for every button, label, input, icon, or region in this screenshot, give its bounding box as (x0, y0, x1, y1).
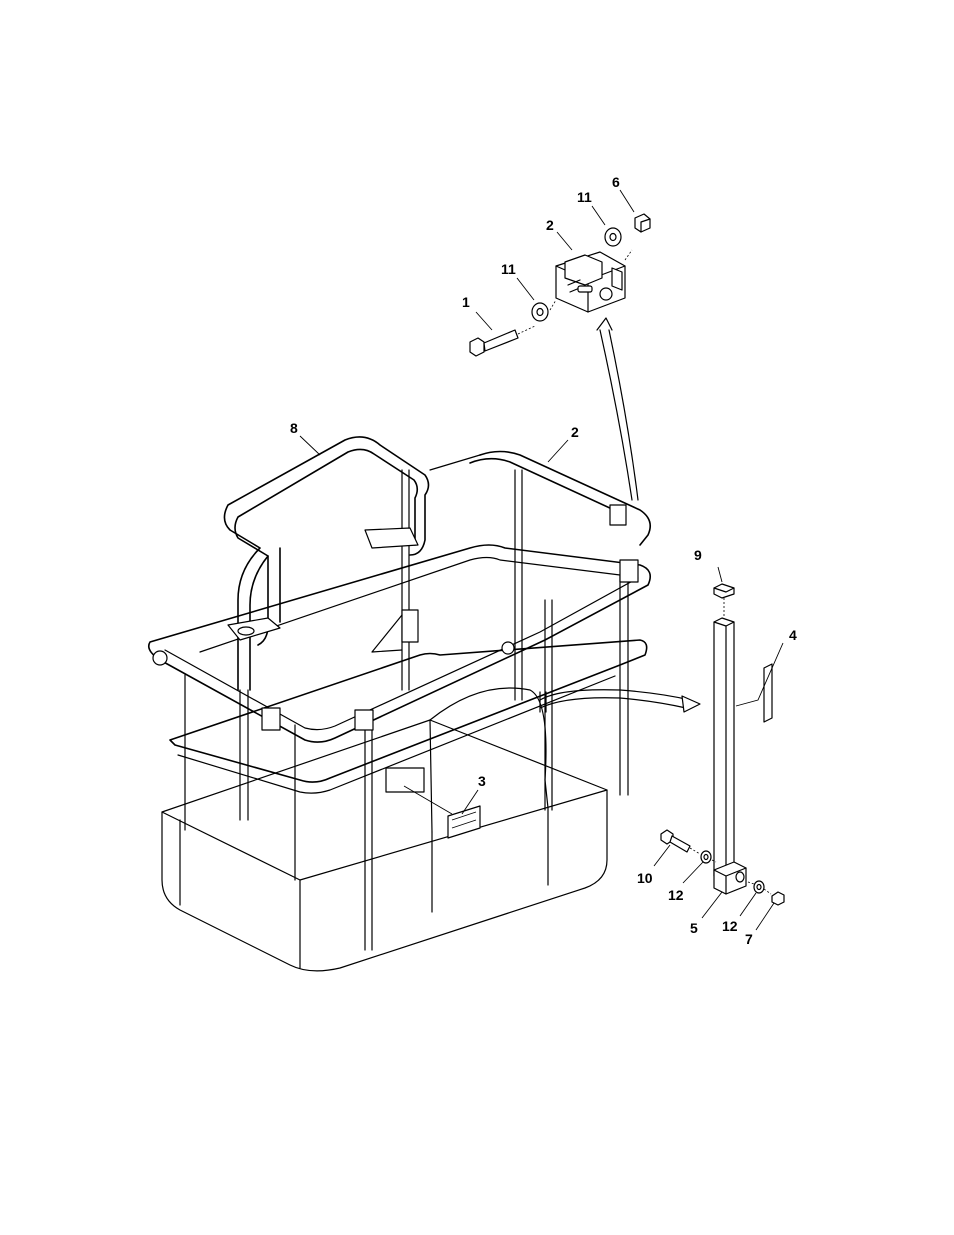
callout-9: 9 (694, 547, 702, 563)
callout-11-right: 11 (577, 189, 592, 205)
callout-2-rail: 2 (571, 424, 579, 440)
callout-11-left: 11 (501, 261, 516, 277)
callout-2-bracket: 2 (546, 217, 554, 233)
callout-5: 5 (690, 920, 698, 936)
callout-7: 7 (745, 931, 753, 947)
callout-4: 4 (789, 627, 797, 643)
callout-3: 3 (478, 773, 486, 789)
callout-12-right: 12 (722, 918, 738, 934)
callout-6: 6 (612, 174, 620, 190)
callout-8: 8 (290, 420, 298, 436)
callout-10: 10 (637, 870, 653, 886)
callout-12-left: 12 (668, 887, 684, 903)
seat-rail-assembly (224, 437, 428, 690)
bracket-assembly (470, 214, 650, 500)
callout-1: 1 (462, 294, 470, 310)
